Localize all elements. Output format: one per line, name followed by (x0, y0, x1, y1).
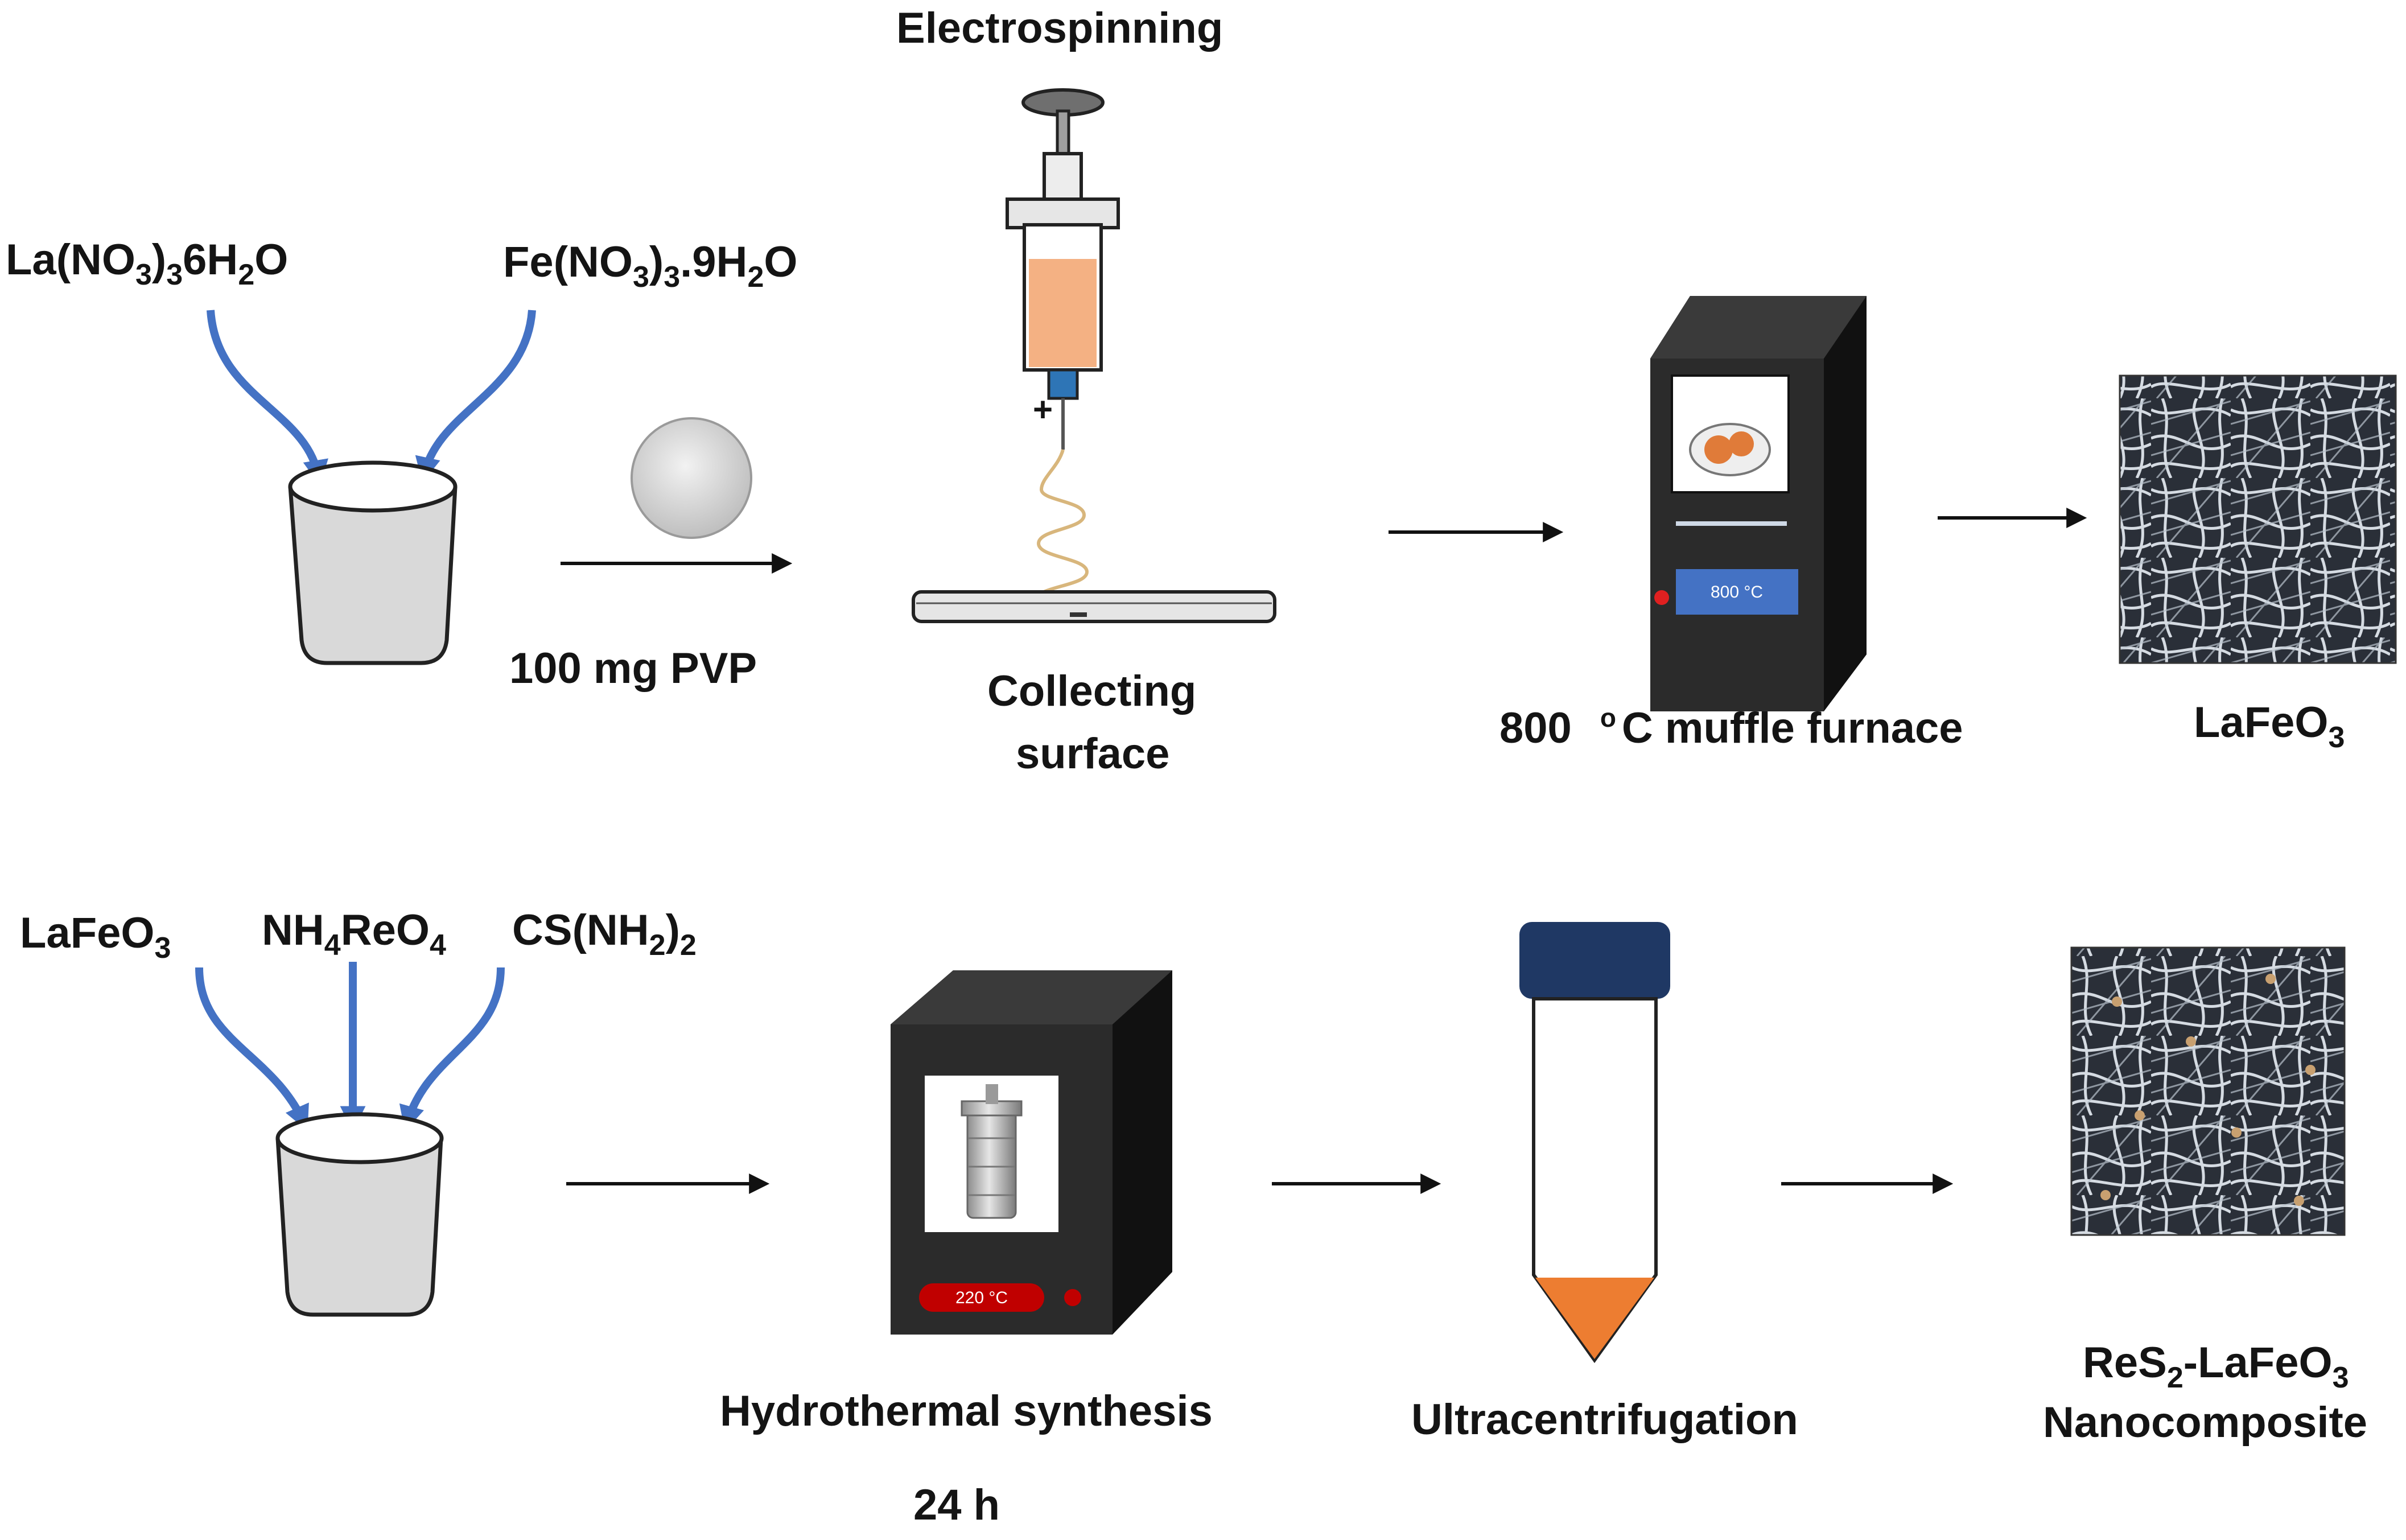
muffle-furnace-icon: 800 °C (1650, 296, 1867, 711)
nanocomposite-image (2070, 946, 2346, 1236)
plus-sign: + (1033, 390, 1053, 429)
electrospun-jet (1033, 449, 1090, 613)
centrifuge-label: Ultracentrifugation (1411, 1395, 1798, 1444)
hydrothermal-label: Hydrothermal synthesis (720, 1387, 1213, 1435)
product-nanocomposite-line2: Nanocomposite (2043, 1398, 2367, 1447)
reagent-arrow-left (207, 310, 328, 486)
reagent-arrow-right (415, 310, 536, 483)
pvp-label: 100 mg PVP (509, 644, 757, 693)
nanofiber-image (2119, 374, 2397, 664)
beaker-icon (288, 460, 458, 665)
collector-plate-icon (912, 590, 1276, 623)
pvp-pellet-icon (631, 417, 752, 539)
reagent-fe-nitrate: Fe(NO3)3.9H2O (503, 238, 797, 294)
reagent-arrow-3 (399, 967, 505, 1131)
syringe-icon: + (1006, 88, 1120, 613)
autoclave-display-text: 220 °C (955, 1288, 1008, 1307)
collecting-label-line2: surface (1016, 730, 1169, 778)
hydrothermal-time: 24 h (913, 1481, 1000, 1529)
furnace-display-text: 800 °C (1711, 583, 1763, 602)
electrospinning-title: Electrospinning (896, 4, 1223, 52)
autoclave-oven-icon: 220 °C (891, 970, 1172, 1335)
product-nanocomposite-line1: ReS2-LaFeO3 (2083, 1339, 2349, 1394)
collecting-label-line1: Collecting (987, 667, 1196, 715)
product-lafeo3: LaFeO3 (2194, 698, 2345, 754)
reagent-la-nitrate: La(NO3)36H2O (6, 236, 288, 291)
reagent-nh4reo4: NH4ReO4 (262, 906, 446, 962)
reagent-thiourea: CS(NH2)2 (512, 906, 697, 962)
reagent-lafeo3: LaFeO3 (20, 909, 171, 965)
centrifuge-tube-icon (1519, 922, 1670, 1364)
reagent-arrow-1 (195, 967, 309, 1131)
beaker-icon (275, 1112, 444, 1317)
